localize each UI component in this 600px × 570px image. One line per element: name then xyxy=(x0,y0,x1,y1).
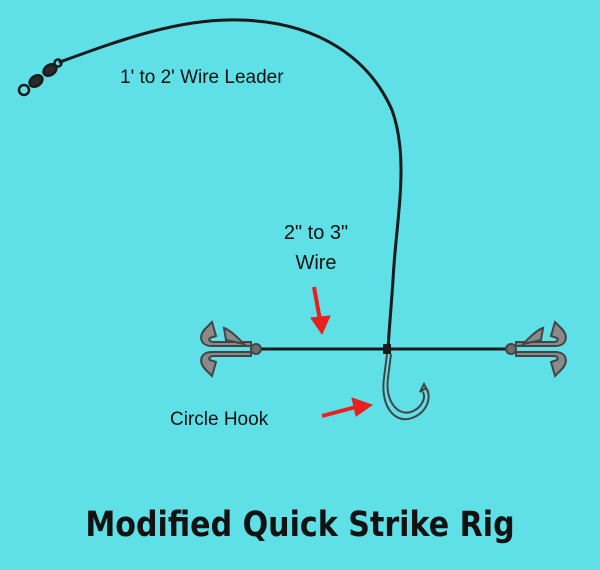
arrow-icon xyxy=(321,397,374,418)
swivel-icon xyxy=(17,58,63,97)
treble-hook-icon xyxy=(505,320,567,378)
wire-length-label-line1: 2" to 3" xyxy=(283,222,349,244)
diagram-title: Modified Quick Strike Rig xyxy=(85,505,515,545)
wire-crimp xyxy=(383,344,391,354)
treble-hook-icon xyxy=(200,320,262,378)
wire-leader xyxy=(58,18,403,352)
circle-hook-label: Circle Hook xyxy=(170,409,269,430)
wire-length-label: 2" to 3" Wire xyxy=(266,218,366,278)
wire-length-label-line2: Wire xyxy=(295,252,337,274)
circle-hook-icon xyxy=(382,353,430,421)
wire-leader-label: 1' to 2' Wire Leader xyxy=(120,67,284,88)
arrow-icon xyxy=(310,286,331,336)
